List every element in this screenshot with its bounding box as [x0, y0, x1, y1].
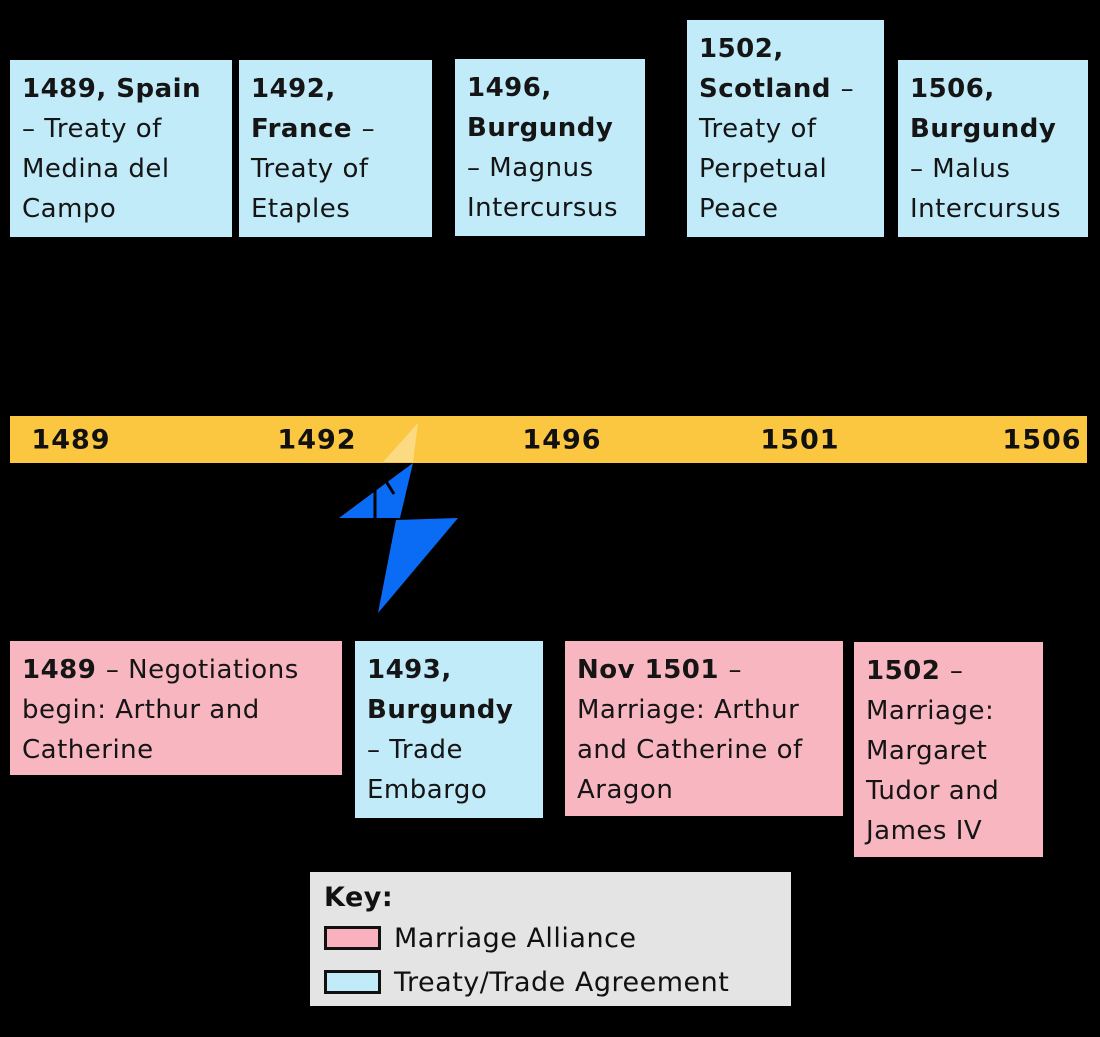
event-description: – Treaty of Etaples — [251, 114, 376, 224]
event-description: – Marriage: Margaret Tudor and James IV — [866, 656, 1000, 846]
event-description: – Magnus Intercursus — [467, 153, 618, 223]
event-year-party: 1492, France — [251, 74, 362, 144]
timeline-year-1492: 1492 — [277, 424, 357, 455]
event-description: – Treaty of Medina del Campo — [22, 114, 170, 224]
marriage-box-1501-arthur-catherine: Nov 1501 – Marriage: Arthur and Catherin… — [565, 641, 843, 816]
event-year-party: 1489 — [22, 655, 106, 685]
event-year-party: 1502, Scotland — [699, 34, 841, 104]
event-year-party: 1489, Spain — [22, 74, 202, 104]
treaty-box-1493-trade-embargo: 1493, Burgundy – Trade Embargo — [355, 641, 543, 818]
event-year-party: 1506, Burgundy — [910, 74, 1057, 144]
legend-label: Marriage Alliance — [394, 922, 637, 954]
event-description: – Treaty of Perpetual Peace — [699, 74, 855, 224]
marriage-box-1502-margaret-james: 1502 – Marriage: Margaret Tudor and Jame… — [854, 642, 1043, 857]
event-year-party: 1496, Burgundy — [467, 73, 614, 143]
legend-title: Key: — [324, 882, 394, 913]
legend-label: Treaty/Trade Agreement — [394, 966, 730, 998]
legend: Key: Marriage Alliance Treaty/Trade Agre… — [310, 872, 791, 1006]
timeline-bar: 1489 1492 1496 1501 1506 — [10, 416, 1087, 463]
event-description: – Malus Intercursus — [910, 154, 1061, 224]
lightning-bolt-icon — [339, 423, 458, 613]
timeline-year-1506: 1506 — [1002, 424, 1082, 455]
marriage-box-1489-negotiations: 1489 – Negotiations begin: Arthur and Ca… — [10, 641, 342, 775]
timeline-year-1501: 1501 — [760, 424, 840, 455]
timeline-year-1489: 1489 — [31, 424, 111, 455]
treaty-box-1492-france: 1492, France – Treaty of Etaples — [239, 60, 432, 237]
treaty-box-1506-burgundy: 1506, Burgundy – Malus Intercursus — [898, 60, 1088, 237]
treaty-box-1489-spain: 1489, Spain – Treaty of Medina del Campo — [10, 60, 232, 237]
event-description: – Marriage: Arthur and Catherine of Arag… — [577, 655, 803, 805]
event-year-party: 1502 — [866, 656, 950, 686]
event-description: – Trade Embargo — [367, 735, 488, 805]
legend-row-marriage-alliance: Marriage Alliance — [324, 916, 777, 960]
timeline-year-1496: 1496 — [522, 424, 602, 455]
treaty-trade-swatch — [324, 970, 381, 994]
legend-row-treaty-trade: Treaty/Trade Agreement — [324, 960, 777, 1004]
treaty-box-1502-scotland: 1502, Scotland – Treaty of Perpetual Pea… — [687, 20, 884, 237]
event-year-party: Nov 1501 — [577, 655, 729, 685]
event-year-party: 1493, Burgundy — [367, 655, 514, 725]
marriage-alliance-swatch — [324, 926, 381, 950]
treaty-box-1496-burgundy: 1496, Burgundy – Magnus Intercursus — [455, 59, 645, 236]
event-description: – Negotiations begin: Arthur and Catheri… — [22, 655, 299, 765]
